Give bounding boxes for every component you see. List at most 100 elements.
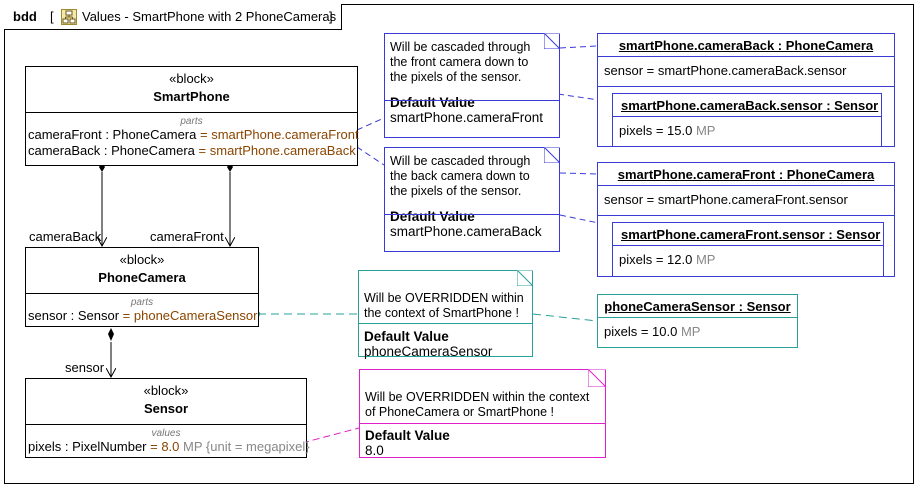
default-value-label: Default Value (364, 329, 449, 344)
property-type: : Sensor (67, 308, 120, 323)
instance-front-sensor[interactable]: smartPhone.cameraFront.sensor : Sensor p… (612, 222, 884, 277)
block-phonecamera[interactable]: «block» PhoneCamera parts sensor : Senso… (25, 247, 259, 327)
block-name: SmartPhone (153, 89, 230, 104)
bdd-diagram-icon (61, 9, 77, 25)
note-back-camera[interactable]: Will be cascaded through the back camera… (384, 147, 560, 252)
block-stereotype: «block» (119, 252, 165, 267)
diagram-title: Values - SmartPhone with 2 PhoneCameras (82, 9, 337, 24)
role-label-camerafront: cameraFront (150, 229, 224, 244)
instance-back-sensor[interactable]: smartPhone.cameraBack.sensor : Sensor pi… (612, 93, 882, 147)
role-label-sensor: sensor (65, 360, 105, 375)
property-name: cameraBack (28, 143, 101, 158)
note-divider (385, 100, 559, 101)
instance-slot: sensor = smartPhone.cameraFront.sensor (604, 192, 848, 207)
note-divider (359, 323, 532, 324)
default-value-label: Default Value (365, 428, 450, 443)
slot-value: pixels = 12.0 (619, 252, 693, 267)
anchor-back-camera (559, 45, 598, 49)
instance-slot: pixels = 12.0 MP (613, 246, 883, 267)
note-fold-icon (588, 369, 606, 387)
note-sensor-pixels[interactable]: Will be OVERRIDDEN within the context of… (359, 369, 606, 458)
note-anchor-front (356, 117, 385, 131)
note-text-line: Will be cascaded through (390, 40, 531, 54)
default-value: smartPhone.cameraBack (390, 224, 542, 239)
note-fold-icon (517, 270, 533, 286)
compartment-label: parts (180, 116, 203, 127)
instance-name: smartPhone.cameraBack.sensor : Sensor (621, 98, 879, 113)
instance-name: phoneCameraSensor : Sensor (604, 299, 791, 314)
instance-phone-camera-sensor[interactable]: phoneCameraSensor : Sensor pixels = 10.0… (597, 294, 798, 348)
instance-divider (598, 185, 894, 186)
block-sensor[interactable]: «block» Sensor values pixels : PixelNumb… (25, 378, 310, 458)
default-value: 8.0 (365, 443, 384, 458)
property-type: : PhoneCamera (101, 127, 197, 142)
property-name: cameraFront (28, 127, 102, 142)
property-value: phoneCameraSensor (133, 308, 258, 323)
property-row[interactable]: sensor : Sensor = phoneCameraSensor (26, 308, 258, 324)
property-value: 8.0 (161, 439, 180, 454)
slot-unit: MP (692, 252, 716, 267)
block-stereotype: «block» (143, 383, 189, 398)
instance-divider (613, 245, 883, 246)
note-text-line: the back camera down to (390, 169, 530, 183)
diagram-frame (4, 4, 914, 484)
note-divider (360, 423, 605, 424)
note-anchor-sensor (301, 427, 360, 444)
instance-divider (598, 317, 797, 318)
default-value-label: Default Value (390, 95, 475, 110)
note-text-line: Will be cascaded through (390, 154, 531, 168)
property-constraint: {unit = megapixel} (202, 439, 310, 454)
property-eq: = (194, 143, 210, 158)
note-divider (385, 214, 559, 215)
note-text-line: the front camera down to (390, 55, 529, 69)
property-name: pixels (28, 439, 62, 454)
diagram-header: bdd [ Values - SmartPhone with 2 PhoneCa… (4, 4, 342, 30)
instance-name: smartPhone.cameraFront : PhoneCamera (617, 167, 875, 182)
default-value-label: Default Value (390, 209, 475, 224)
property-eq: = (146, 439, 162, 454)
anchor-phone-camera-sensor (532, 313, 598, 322)
header-bracket-open: [ (50, 9, 54, 24)
composite-diamond-icon (108, 328, 114, 341)
header-bracket-close: ] (329, 9, 333, 24)
block-smartphone[interactable]: «block» SmartPhone parts cameraFront : P… (25, 66, 359, 166)
property-value: smartPhone.cameraFront (211, 127, 359, 142)
block-name: Sensor (143, 401, 189, 416)
instance-divider (613, 116, 881, 117)
note-text-line: the pixels of the sensor. (390, 184, 522, 198)
property-name: sensor (28, 308, 68, 323)
note-text-line: Will be OVERRIDDEN within (364, 291, 524, 305)
property-row[interactable]: cameraBack : PhoneCamera = smartPhone.ca… (26, 143, 357, 159)
property-type: : PhoneCamera (100, 143, 195, 158)
anchor-front-camera (559, 172, 598, 175)
block-name: PhoneCamera (98, 270, 186, 285)
note-fold-icon (544, 147, 560, 163)
note-text-line: of PhoneCamera or SmartPhone ! (365, 405, 554, 419)
instance-slot: pixels = 10.0 MP (598, 318, 797, 339)
note-camera-sensor[interactable]: Will be OVERRIDDEN within the context of… (358, 270, 533, 359)
default-value: phoneCameraSensor (364, 344, 493, 359)
slot-unit: MP (692, 123, 716, 138)
instance-name: smartPhone.cameraBack : PhoneCamera (618, 38, 874, 53)
note-front-camera[interactable]: Will be cascaded through the front camer… (384, 33, 560, 138)
slot-value: pixels = 10.0 (604, 324, 678, 339)
instance-slot: sensor = smartPhone.cameraBack.sensor (604, 63, 847, 78)
compartment-label: parts (130, 297, 154, 308)
property-value: smartPhone.cameraBack (209, 143, 356, 158)
slot-unit: MP (677, 324, 701, 339)
property-row[interactable]: cameraFront : PhoneCamera = smartPhone.c… (26, 127, 359, 143)
note-text-line: Will be OVERRIDDEN within the context (365, 390, 590, 404)
instance-slot: pixels = 15.0 MP (613, 117, 881, 138)
property-eq: = (119, 308, 134, 323)
instance-divider (598, 56, 894, 57)
property-unit: MP (179, 439, 203, 454)
note-text-line: the pixels of the sensor. (390, 70, 522, 84)
instance-divider (598, 86, 894, 87)
property-eq: = (196, 127, 212, 142)
instance-name: smartPhone.cameraFront.sensor : Sensor (621, 227, 881, 242)
slot-value: pixels = 15.0 (619, 123, 693, 138)
compartment-label: values (151, 428, 181, 439)
property-row[interactable]: pixels : PixelNumber = 8.0 MP {unit = me… (26, 439, 310, 455)
note-fold-icon (544, 33, 560, 49)
note-text-line: the context of SmartPhone ! (364, 306, 519, 320)
